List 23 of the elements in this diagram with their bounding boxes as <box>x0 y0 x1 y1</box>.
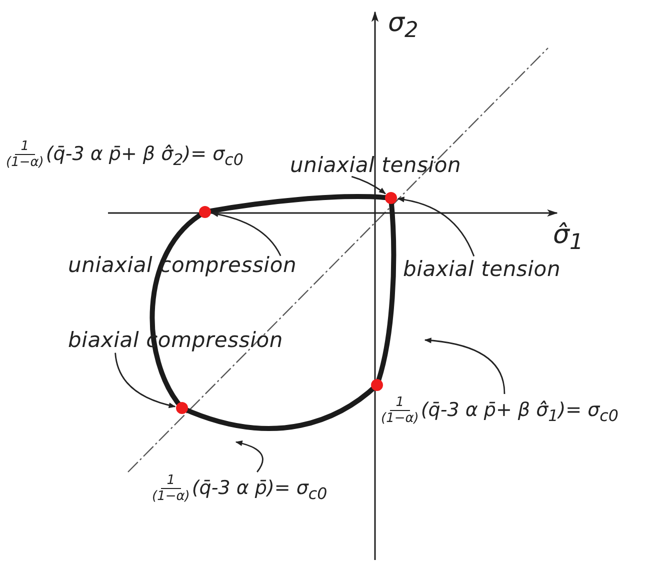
point-marker <box>385 192 397 204</box>
leader-arrow <box>351 176 386 194</box>
axis-label: σ̂$_{1}$ <box>553 220 584 250</box>
leader-arrow <box>397 196 475 256</box>
equation-text: (q̄-3 α p̄+ β σ̂̂$_{1}$)= σ$_{c0}$ <box>420 398 618 424</box>
leader-arrow <box>211 212 282 256</box>
axis-label: σ$_{2}$ <box>388 8 418 38</box>
point-marker <box>176 402 188 414</box>
leader-arrow <box>235 440 264 472</box>
fraction-denominator: (1−α) <box>381 411 419 427</box>
fraction-numerator: 1 <box>390 396 410 412</box>
leader-arrow <box>424 338 506 394</box>
annotation-text: uniaxial tension <box>290 153 462 177</box>
point-marker <box>199 206 211 218</box>
fraction-denominator: (1−α) <box>6 155 44 171</box>
point-marker <box>371 379 383 391</box>
fraction-denominator: (1−α) <box>152 489 190 505</box>
fraction-numerator: 1 <box>160 474 182 490</box>
equation-text: (q̄-3 α p̄)= σ$_{c0}$ <box>192 476 328 502</box>
annotation-text: biaxial tension <box>403 257 561 281</box>
equation-text: (q̄-3 α p̄+ β σ̂̂$_{2}$)= σ$_{c0}$ <box>46 142 244 168</box>
leader-arrow <box>114 352 176 408</box>
fraction-numerator: 1 <box>14 140 36 156</box>
